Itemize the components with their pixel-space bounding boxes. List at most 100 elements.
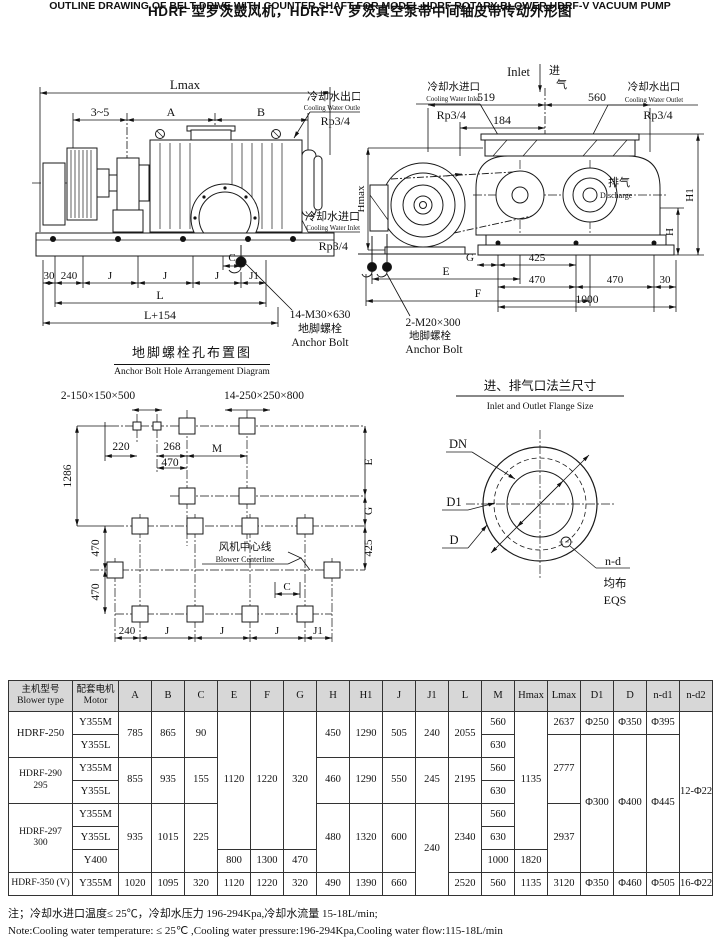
anchor-bolt-en: Anchor Bolt: [405, 344, 463, 356]
table-cell: 2520: [448, 872, 482, 896]
col-header: J: [382, 680, 416, 712]
bolt-plan-drawing: 2-150×150×500 14-250×250×800 220 268 M 4…: [61, 390, 375, 642]
table-cell: 90: [184, 711, 218, 758]
dim-j: J: [165, 625, 170, 637]
table-cell: Y355M: [72, 803, 119, 827]
dim-425: 425: [529, 252, 546, 264]
flange-geometry: [442, 430, 630, 578]
table-cell: 505: [382, 711, 416, 758]
col-header: D1: [580, 680, 614, 712]
flange-eqs-en: EQS: [604, 593, 627, 607]
table-cell: 630: [481, 780, 515, 804]
dim-470: 470: [529, 274, 546, 286]
note-line-en: Note:Cooling water temperature: ≤ 25℃ ,C…: [8, 925, 503, 937]
dim-j1: J1: [249, 270, 259, 282]
dim-470: 470: [161, 457, 179, 469]
dim-j: J: [163, 270, 168, 282]
water-outlet-label-en: Cooling Water Outlet: [625, 97, 683, 104]
col-header: n-d2: [679, 680, 713, 712]
table-cell: 2340: [448, 803, 482, 873]
water-inlet-label-en: Cooling Water Inlet: [426, 96, 480, 103]
col-header: G: [283, 680, 317, 712]
table-cell: 1220: [250, 711, 284, 850]
flange-d-label: D: [449, 533, 458, 547]
flange-title-zh: 进、排气口法兰尺寸: [484, 378, 597, 393]
front-view-caption: 地脚螺栓孔布置图 Anchor Bolt Hole Arrangement Di…: [62, 342, 322, 379]
dim-1000: 1000: [576, 294, 599, 306]
table-row: HDRF-250 Y355M 785 865 90 1120 1220 320 …: [8, 711, 713, 873]
table-cell: 2637: [547, 711, 581, 735]
col-header: J1: [415, 680, 449, 712]
table-cell: 560: [481, 872, 515, 896]
col-header: H1: [349, 680, 383, 712]
table-cell: 2055: [448, 711, 482, 758]
footnotes: 注；冷却水进口温度≤ 25℃，冷却水压力 196-294Kpa,冷却水流量 15…: [8, 906, 714, 940]
dim-h1: H1: [684, 188, 696, 201]
discharge-label-en: Discharge: [600, 191, 633, 200]
blower-centerline-zh: 风机中心线: [219, 540, 272, 553]
dim-b: B: [257, 105, 265, 119]
table-cell: 240: [415, 803, 449, 896]
side-view-drawing: Inlet 进 气 519 560 184 冷却水进口 Cooling Wate…: [358, 64, 704, 356]
table-row: Y355L 630: [9, 826, 713, 850]
table-cell: 12-Φ22: [679, 711, 713, 873]
table-cell: 865: [151, 711, 185, 758]
dim-30: 30: [660, 274, 672, 286]
table-cell: 1120: [217, 711, 251, 850]
table-cell: 600: [382, 803, 416, 873]
table-cell: 1095: [151, 872, 185, 896]
table-cell: 460: [316, 757, 350, 804]
table-cell: Φ300: [580, 734, 614, 873]
table-cell: 785: [118, 711, 152, 758]
doc-subtitle: OUTLINE DRAWING OF BELT DRIVE WITH COUNT…: [49, 0, 671, 12]
table-cell: 660: [382, 872, 416, 896]
dim-l: L: [156, 288, 163, 302]
dim-g: G: [363, 507, 375, 515]
table-cell: 320: [283, 872, 317, 896]
note-line-zh: 注；冷却水进口温度≤ 25℃，冷却水压力 196-294Kpa,冷却水流量 15…: [8, 908, 378, 920]
anchor-bolt-zh: 地脚螺栓: [409, 329, 451, 342]
water-outlet-label-en: Cooling Water Outlet: [304, 105, 360, 112]
dim-gap: 3~5: [91, 105, 110, 119]
table-cell: 320: [283, 711, 317, 850]
col-header: A: [118, 680, 152, 712]
table-cell: 1015: [151, 803, 185, 873]
table-cell: 450: [316, 711, 350, 758]
plan-labels: 2-150×150×500 14-250×250×800 220 268 M 4…: [61, 390, 375, 637]
anchor-bolt-spec: 2-M20×300: [405, 317, 460, 329]
table-cell: Φ400: [613, 734, 647, 873]
table-cell: 2195: [448, 757, 482, 804]
col-header: Lmax: [547, 680, 581, 712]
table-cell: 560: [481, 803, 515, 827]
table-row: HDRF-350 (V) Y355M 1020 1095 320 1120 12…: [8, 872, 713, 896]
table-cell: 1300: [250, 849, 284, 873]
table-cell: Φ350: [580, 872, 614, 896]
dim-184: 184: [493, 113, 511, 127]
table-cell: 2937: [547, 803, 581, 873]
table-cell: Φ250: [580, 711, 614, 735]
dim-240: 240: [119, 625, 136, 637]
caption-en: Anchor Bolt Hole Arrangement Diagram: [114, 364, 270, 377]
dim-lmax: Lmax: [170, 77, 201, 92]
flange-labels: DN D1 D n-d 均布 EQS: [446, 437, 626, 607]
table-cell: 1120: [217, 872, 251, 896]
dim-l154: L+154: [144, 308, 176, 322]
side-labels: Inlet 进 气 519 560 184 冷却水进口 Cooling Wate…: [358, 64, 696, 356]
dim-hmax: Hmax: [358, 185, 367, 212]
table-cell: HDRF-350 (V): [8, 872, 73, 896]
dim-470: 470: [90, 539, 102, 557]
table-cell: 1135: [514, 711, 548, 850]
flange-title: 进、排气口法兰尺寸 Inlet and Outlet Flange Size: [456, 378, 624, 412]
dim-425: 425: [363, 539, 375, 557]
table-cell: Φ350: [613, 711, 647, 735]
table-cell: 560: [481, 711, 515, 735]
dim-30: 30: [44, 270, 56, 282]
flange-nd-label: n-d: [605, 554, 621, 568]
side-dimension-lines: [365, 64, 704, 317]
table-row: Y355L 630 2777 Φ300 Φ400 Φ445: [9, 734, 713, 873]
